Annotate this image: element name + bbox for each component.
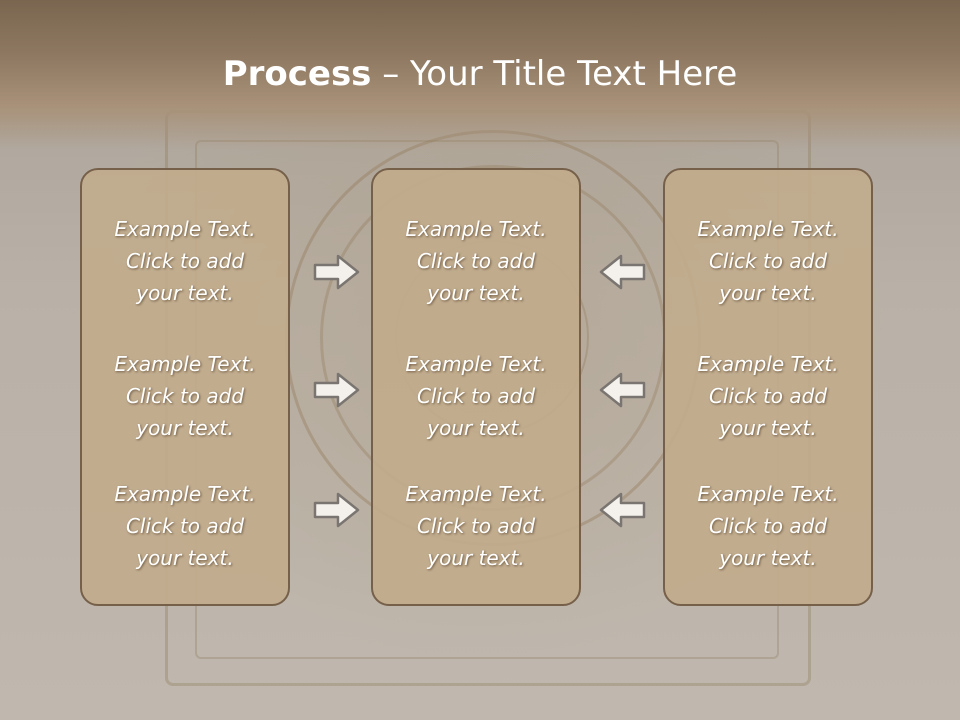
text-line: Example Text. xyxy=(697,217,839,241)
text-block[interactable]: Example Text. Click to add your text. xyxy=(82,478,288,574)
text-line: your text. xyxy=(427,281,525,305)
text-line: Click to add xyxy=(416,514,536,538)
arrow-right-icon xyxy=(313,254,360,290)
process-box-left[interactable]: Example Text. Click to add your text. Ex… xyxy=(80,168,290,606)
title-header-band xyxy=(0,0,960,150)
text-line: your text. xyxy=(427,546,525,570)
text-block[interactable]: Example Text. Click to add your text. xyxy=(665,213,871,309)
arrow-left-icon xyxy=(599,254,646,290)
text-line: Example Text. xyxy=(114,217,256,241)
text-line: Click to add xyxy=(125,384,245,408)
text-line: your text. xyxy=(136,546,234,570)
text-line: Example Text. xyxy=(405,352,547,376)
text-line: Click to add xyxy=(708,514,828,538)
process-box-center[interactable]: Example Text. Click to add your text. Ex… xyxy=(371,168,581,606)
text-line: Click to add xyxy=(708,384,828,408)
slide-title[interactable]: Process – Your Title Text Here xyxy=(0,52,960,96)
text-block[interactable]: Example Text. Click to add your text. xyxy=(82,213,288,309)
text-line: your text. xyxy=(136,281,234,305)
arrow-right-icon xyxy=(313,372,360,408)
process-box-right[interactable]: Example Text. Click to add your text. Ex… xyxy=(663,168,873,606)
arrow-left-icon xyxy=(599,372,646,408)
title-rest: – Your Title Text Here xyxy=(371,54,738,94)
text-line: your text. xyxy=(719,416,817,440)
text-line: Click to add xyxy=(708,249,828,273)
text-line: Example Text. xyxy=(405,217,547,241)
text-block[interactable]: Example Text. Click to add your text. xyxy=(665,478,871,574)
text-line: Example Text. xyxy=(697,482,839,506)
text-block[interactable]: Example Text. Click to add your text. xyxy=(373,478,579,574)
title-bold: Process xyxy=(222,54,372,94)
text-line: Click to add xyxy=(416,384,536,408)
text-line: Click to add xyxy=(125,514,245,538)
text-line: Example Text. xyxy=(114,352,256,376)
text-line: your text. xyxy=(719,546,817,570)
text-line: Click to add xyxy=(125,249,245,273)
text-block[interactable]: Example Text. Click to add your text. xyxy=(82,348,288,444)
text-line: Example Text. xyxy=(114,482,256,506)
text-block[interactable]: Example Text. Click to add your text. xyxy=(373,213,579,309)
text-block[interactable]: Example Text. Click to add your text. xyxy=(665,348,871,444)
arrow-left-icon xyxy=(599,492,646,528)
text-line: Example Text. xyxy=(697,352,839,376)
text-line: Example Text. xyxy=(405,482,547,506)
text-line: Click to add xyxy=(416,249,536,273)
text-block[interactable]: Example Text. Click to add your text. xyxy=(373,348,579,444)
text-line: your text. xyxy=(427,416,525,440)
text-line: your text. xyxy=(719,281,817,305)
arrow-right-icon xyxy=(313,492,360,528)
text-line: your text. xyxy=(136,416,234,440)
